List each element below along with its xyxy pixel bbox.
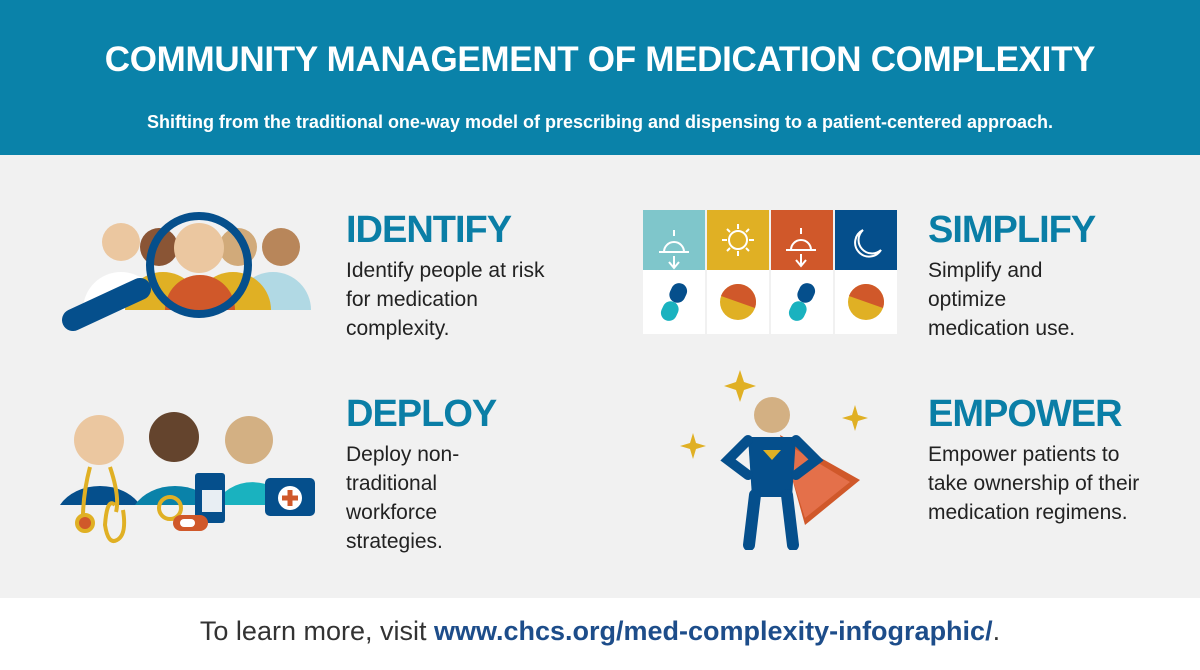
deploy-heading: DEPLOY (346, 393, 497, 435)
daily-pill-schedule-icon (643, 210, 897, 334)
pill-icons (660, 283, 885, 321)
header-banner: COMMUNITY MANAGEMENT OF MEDICATION COMPL… (0, 0, 1200, 155)
infographic-link[interactable]: www.chcs.org/med-complexity-infographic/ (433, 616, 993, 646)
superhero-patient-icon (680, 370, 868, 550)
deploy-text: Deploy non-traditional workforce strateg… (346, 443, 460, 553)
footer: To learn more, visit www.chcs.org/med-co… (0, 598, 1200, 670)
section-simplify: SIMPLIFY Simplify and optimize medicatio… (928, 208, 1108, 343)
page-title: COMMUNITY MANAGEMENT OF MEDICATION COMPL… (104, 40, 1096, 79)
care-workers-icon (60, 412, 315, 543)
section-deploy: DEPLOY Deploy non-traditional workforce … (346, 392, 516, 556)
identify-text: Identify people at risk for medication c… (346, 259, 545, 340)
empower-heading: EMPOWER (928, 393, 1123, 435)
simplify-heading: SIMPLIFY (928, 209, 1096, 251)
empower-text: Empower patients to take ownership of th… (928, 443, 1140, 524)
magnifier-over-people-icon (62, 212, 311, 331)
section-identify: IDENTIFY Identify people at risk for med… (346, 208, 546, 343)
footer-suffix: . (992, 616, 1001, 646)
section-empower: EMPOWER Empower patients to take ownersh… (928, 392, 1153, 527)
simplify-text: Simplify and optimize medication use. (928, 259, 1076, 340)
footer-prefix: To learn more, visit (199, 616, 434, 646)
identify-heading: IDENTIFY (346, 209, 512, 251)
page-subtitle: Shifting from the traditional one-way mo… (146, 112, 1054, 132)
